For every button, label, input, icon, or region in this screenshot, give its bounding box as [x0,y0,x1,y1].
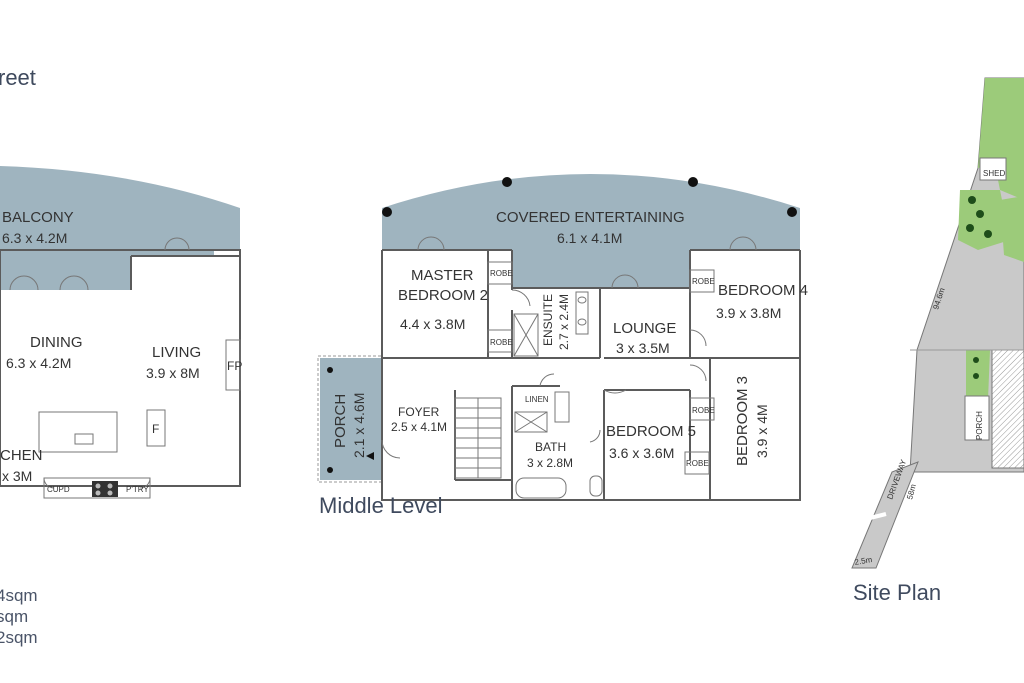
fp-label: FP [227,359,242,373]
fridge [146,409,166,447]
robe-label-3: ROBE [692,277,715,286]
kitchen-island [38,411,118,453]
bedroom3-label: BEDROOM 3 [734,376,751,466]
fireplace [225,339,241,391]
ensuite-label: ENSUITE [541,294,555,346]
foyer-dim: 2.5 x 4.1M [391,420,447,434]
street-title: reet [0,65,36,90]
dining-dim: 6.3 x 4.2M [6,355,71,371]
bathtub [515,477,567,499]
area-line-3: 2sqm [0,628,38,647]
lounge-dim: 3 x 3.5M [616,340,670,356]
living-dim: 3.9 x 8M [146,365,200,381]
robe-label-5: ROBE [686,459,709,468]
balcony-dim: 6.3 x 4.2M [2,230,67,246]
cupd-label: CUPD [47,485,70,494]
kitchen-label: CHEN [0,447,43,464]
site-house [991,349,1024,469]
fridge-label: F [152,422,159,436]
side-length-2: 58m [905,483,918,501]
shed-label: SHED [983,169,1005,178]
bedroom3-dim: 3.9 x 4M [754,404,770,458]
master-label-1: MASTER [411,267,474,284]
bedroom5-label: BEDROOM 5 [606,423,696,440]
middle-level-caption: Middle Level [319,493,443,518]
kitchen-dim: x 3M [2,468,32,484]
site-porch-label: PORCH [975,411,984,440]
bath-dim: 3 x 2.8M [527,456,573,470]
balcony-label: BALCONY [2,209,74,226]
master-label-2: BEDROOM 2 [398,287,488,304]
grass-area [978,78,1024,200]
upper-level-plan [0,166,241,499]
ensuite-dim: 2.7 x 2.4M [557,294,571,350]
ptry-label: P'TRY [126,485,149,494]
covered-entertaining-area [382,174,800,288]
shed [979,157,1007,181]
porch-area [320,358,382,480]
porch-label: PORCH [332,394,349,448]
middle-level-plan [317,174,801,501]
robe-label-1: ROBE [490,269,513,278]
area-line-1: 4sqm [0,586,38,605]
robe-label-2: ROBE [490,338,513,347]
side-length-3: 2.5m [854,555,873,567]
porch-dim: 2.1 x 4.6M [351,393,367,458]
covered-label: COVERED ENTERTAINING [496,209,685,226]
master-dim: 4.4 x 3.8M [400,316,465,332]
bedroom4-label: BEDROOM 4 [718,282,808,299]
site-plan-caption: Site Plan [853,580,941,605]
covered-dim: 6.1 x 4.1M [557,230,622,246]
foyer-label: FOYER [398,405,440,419]
living-label: LIVING [152,344,201,361]
bedroom5-dim: 3.6 x 3.6M [609,445,674,461]
stairs [454,397,502,479]
bath-label: BATH [535,440,566,454]
balcony-area [0,166,240,290]
robe-label-4: ROBE [692,406,715,415]
linen-label: LINEN [525,395,549,404]
area-line-2: sqm [0,607,28,626]
site-plan [851,77,1024,569]
dining-label: DINING [30,334,83,351]
lounge-label: LOUNGE [613,320,676,337]
bedroom4-dim: 3.9 x 3.8M [716,305,781,321]
